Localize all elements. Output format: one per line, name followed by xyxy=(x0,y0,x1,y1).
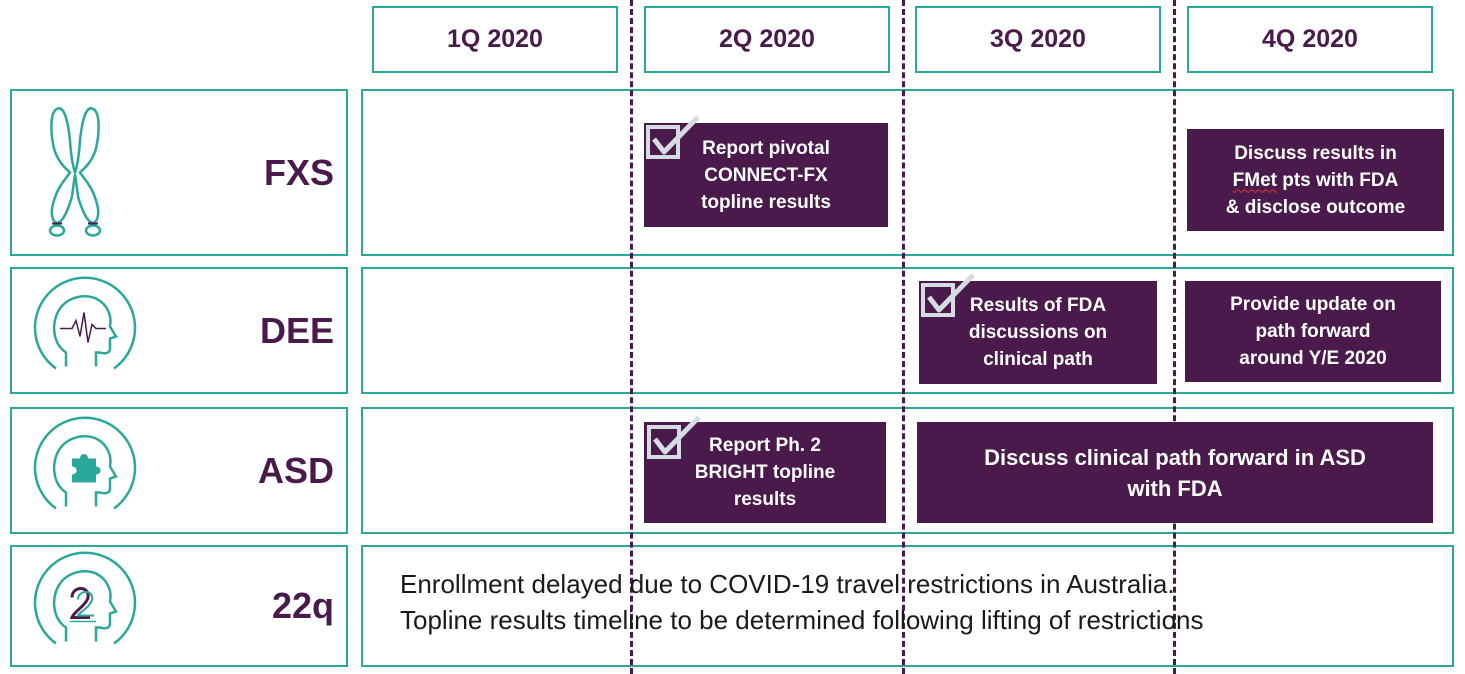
quarter-header-1q: 1Q 2020 xyxy=(372,6,618,73)
head-22-icon xyxy=(30,548,138,665)
completed-check-icon xyxy=(645,114,703,165)
misspelling-underline: FMet xyxy=(1232,169,1277,191)
row-fxs-label-cell: FXS xyxy=(10,89,348,256)
row-label-fxs: FXS xyxy=(263,151,334,193)
completed-check-icon xyxy=(646,414,704,465)
row-label-dee: DEE xyxy=(259,309,334,351)
divider-2q-3q xyxy=(902,0,905,674)
row-label-asd: ASD xyxy=(257,449,334,491)
row-dee-label-cell: DEE xyxy=(10,267,348,394)
completed-check-icon xyxy=(920,272,978,323)
row-asd-label-cell: ASD xyxy=(10,407,348,534)
quarter-header-3q: 3Q 2020 xyxy=(915,6,1161,73)
row-label-22q: 22q xyxy=(271,585,334,626)
head-puzzle-icon xyxy=(30,412,138,529)
divider-3q-4q xyxy=(1173,0,1176,674)
note-22q-line1: Enrollment delayed due to COVID-19 trave… xyxy=(400,569,1175,599)
quarter-header-4q: 4Q 2020 xyxy=(1187,6,1433,73)
divider-1q-2q xyxy=(630,0,633,674)
note-22q-line2: Topline results timeline to be determine… xyxy=(400,605,1204,635)
note-22q: Enrollment delayed due to COVID-19 trave… xyxy=(400,566,1204,638)
head-brainwave-icon xyxy=(30,272,138,389)
row-22q-timeline xyxy=(361,545,1454,667)
row-22q-label-cell: 22q xyxy=(10,545,348,667)
quarter-header-2q: 2Q 2020 xyxy=(644,6,890,73)
chromosome-icon xyxy=(40,100,110,245)
